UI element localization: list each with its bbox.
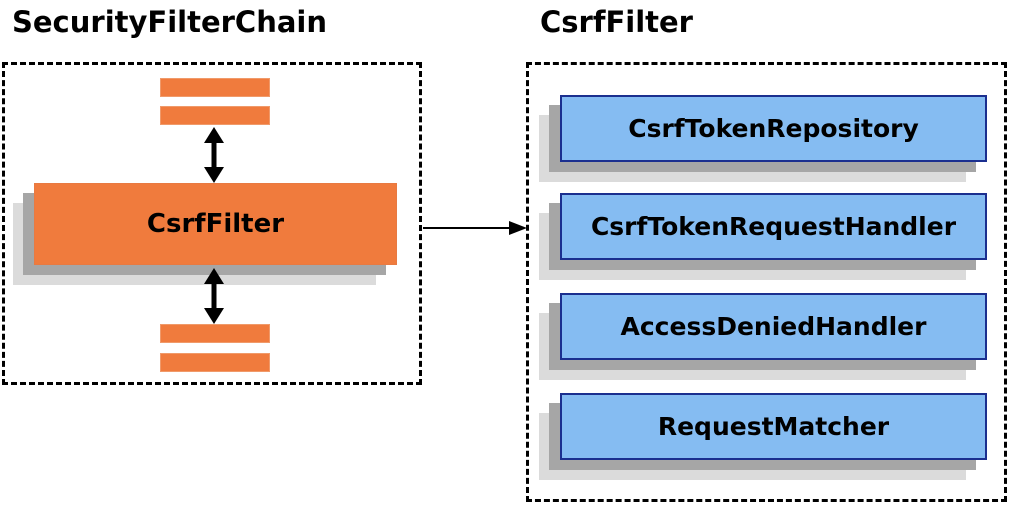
filter-bar-bottom-2 — [160, 353, 270, 372]
component-label: CsrfTokenRequestHandler — [590, 212, 957, 241]
bidirectional-arrow-icon — [204, 268, 224, 324]
component-box-csrf-token-request-handler: CsrfTokenRequestHandler — [560, 193, 987, 260]
component-box-request-matcher: RequestMatcher — [560, 393, 987, 460]
connector-arrow-icon — [423, 221, 527, 235]
component-label: CsrfTokenRepository — [628, 114, 919, 143]
filter-bar-top-2 — [160, 106, 270, 125]
component-label: RequestMatcher — [657, 412, 890, 441]
csrf-filter-box-label: CsrfFilter — [146, 209, 285, 239]
bidirectional-arrow-icon — [204, 127, 224, 183]
csrf-filter-group-title: CsrfFilter — [540, 5, 693, 39]
component-box-csrf-token-repository: CsrfTokenRepository — [560, 95, 987, 162]
component-box-access-denied-handler: AccessDeniedHandler — [560, 293, 987, 360]
filter-bar-top-1 — [160, 78, 270, 97]
filter-bar-bottom-1 — [160, 324, 270, 343]
security-filter-chain-title: SecurityFilterChain — [12, 5, 328, 39]
csrf-filter-box: CsrfFilter — [34, 183, 397, 265]
component-label: AccessDeniedHandler — [620, 312, 927, 341]
security-filter-chain-container — [2, 62, 422, 385]
csrf-filter-components-container — [526, 62, 1007, 502]
